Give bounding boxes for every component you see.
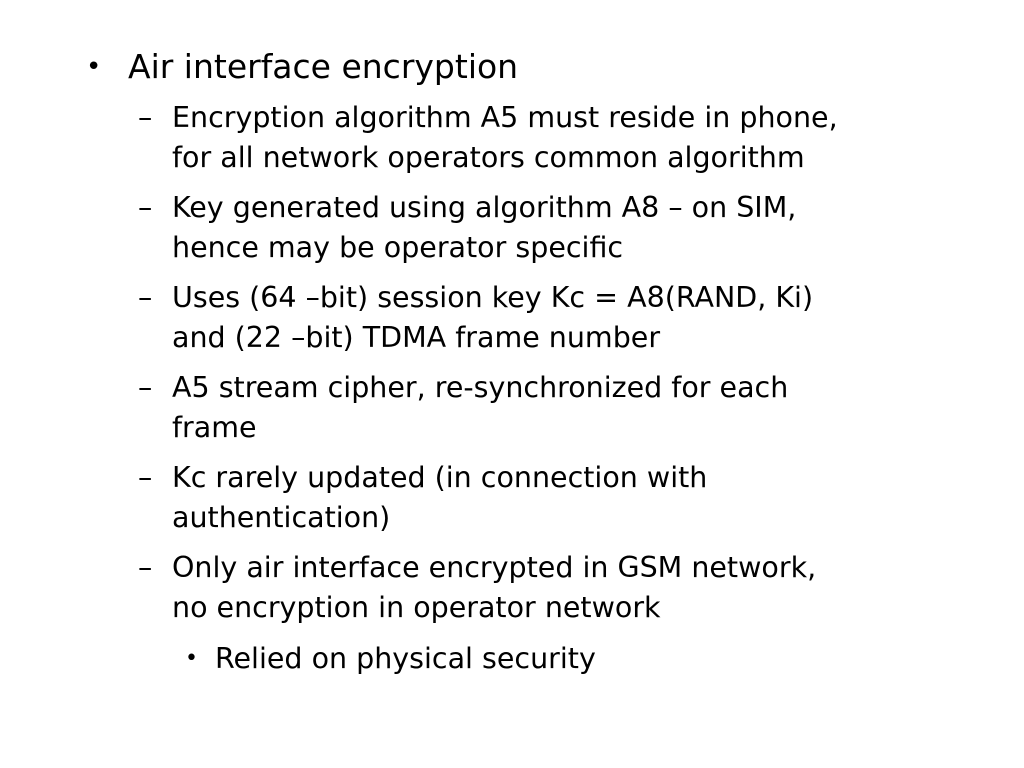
sub-point-line: Key generated using algorithm A8 – on SI… (172, 191, 797, 224)
sub-point-line: and (22 –bit) TDMA frame number (172, 321, 661, 354)
bullet-icon: • (185, 646, 198, 671)
dash-icon: – (138, 371, 153, 404)
dash-icon: – (138, 101, 153, 134)
sub-point-line: Only air interface encrypted in GSM netw… (172, 551, 817, 584)
sub-point-item: – Only air interface encrypted in GSM ne… (138, 548, 958, 628)
sub-point-line: frame (172, 411, 257, 444)
sub-point-item: – Uses (64 –bit) session key Kc = A8(RAN… (138, 278, 958, 358)
main-point-text: Air interface encryption (128, 47, 519, 86)
bullet-icon: • (86, 52, 102, 82)
dash-icon: – (138, 551, 153, 584)
dash-icon: – (138, 461, 153, 494)
sub-point-line: Encryption algorithm A5 must reside in p… (172, 101, 838, 134)
sub-point-item: – A5 stream cipher, re-synchronized for … (138, 368, 958, 448)
sub-point-item: – Encryption algorithm A5 must reside in… (138, 98, 958, 178)
sub-point-line: no encryption in operator network (172, 591, 661, 624)
sub-sub-point-text: Relied on physical security (215, 642, 596, 675)
sub-point-list: – Encryption algorithm A5 must reside in… (138, 98, 958, 638)
sub-point-line: for all network operators common algorit… (172, 141, 805, 174)
sub-point-item: – Key generated using algorithm A8 – on … (138, 188, 958, 268)
sub-point-item: – Kc rarely updated (in connection with … (138, 458, 958, 538)
sub-point-line: hence may be operator specific (172, 231, 624, 264)
sub-point-line: A5 stream cipher, re-synchronized for ea… (172, 371, 789, 404)
sub-point-line: Uses (64 –bit) session key Kc = A8(RAND,… (172, 281, 814, 314)
dash-icon: – (138, 191, 153, 224)
sub-point-line: authentication) (172, 501, 391, 534)
sub-point-line: Kc rarely updated (in connection with (172, 461, 708, 494)
dash-icon: – (138, 281, 153, 314)
